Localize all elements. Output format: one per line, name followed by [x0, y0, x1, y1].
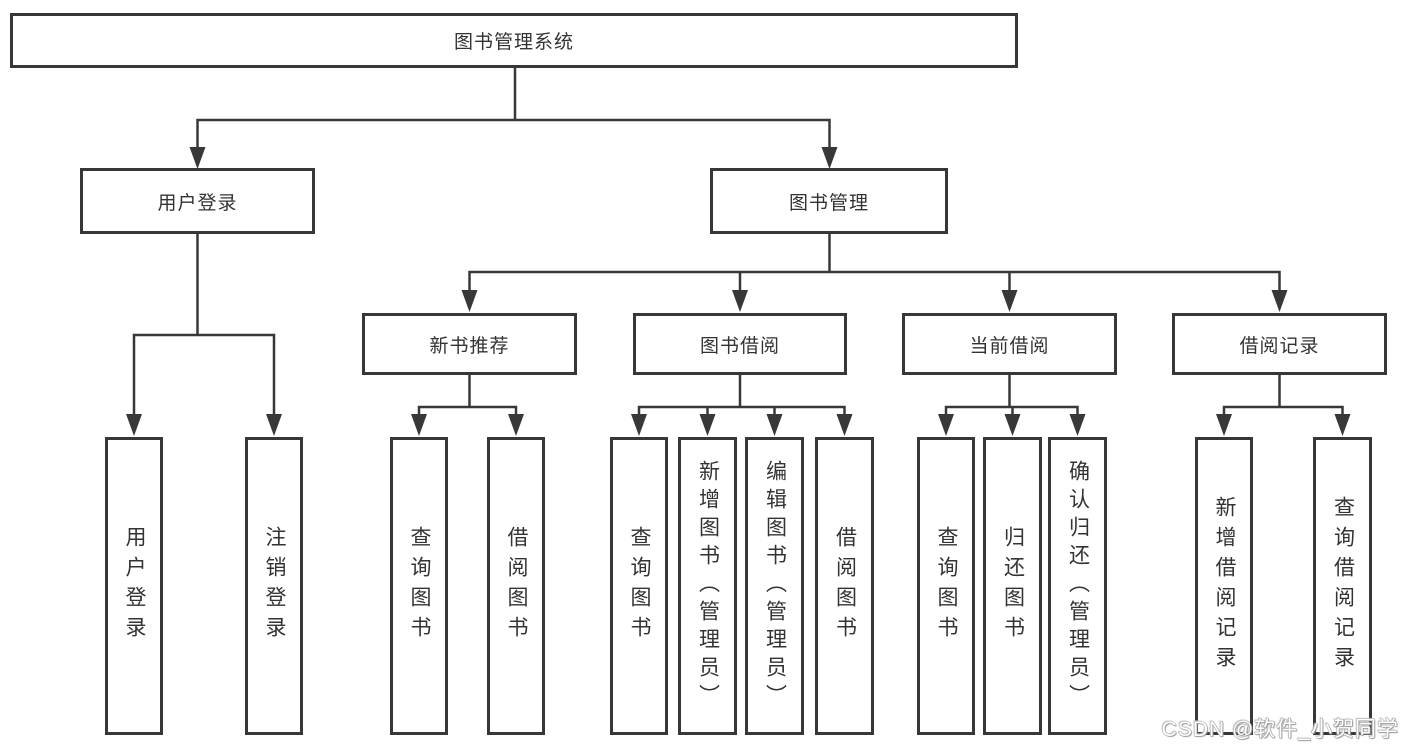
leaf-query-borrow-record: 查询借阅记录: [1313, 437, 1372, 735]
leaf-add-book-admin: 新增图书（管理员）: [678, 437, 737, 735]
node-book-borrowing: 图书借阅: [633, 313, 847, 375]
leaf-user-login: 用户登录: [105, 437, 163, 735]
node-new-book-recommend: 新书推荐: [362, 313, 577, 375]
csdn-watermark: CSDN @软件_小贺同学: [1161, 718, 1399, 742]
node-root-library-system: 图书管理系统: [10, 13, 1018, 68]
leaf-borrow-books: 借阅图书: [815, 437, 874, 735]
leaf-logout: 注销登录: [245, 437, 303, 735]
leaf-add-borrow-record: 新增借阅记录: [1195, 437, 1253, 735]
leaf-query-books-borrow: 查询图书: [610, 437, 668, 735]
node-current-borrowing: 当前借阅: [902, 313, 1117, 375]
leaf-borrow-books-recommend: 借阅图书: [487, 437, 545, 735]
node-user-login: 用户登录: [80, 168, 315, 234]
leaf-confirm-return-admin: 确认归还（管理员）: [1048, 437, 1107, 735]
leaf-query-books-current: 查询图书: [917, 437, 975, 735]
leaf-return-books: 归还图书: [983, 437, 1042, 735]
leaf-edit-book-admin: 编辑图书（管理员）: [745, 437, 804, 735]
node-book-management: 图书管理: [710, 168, 948, 234]
leaf-query-books-recommend: 查询图书: [390, 437, 448, 735]
node-borrow-records: 借阅记录: [1172, 313, 1387, 375]
